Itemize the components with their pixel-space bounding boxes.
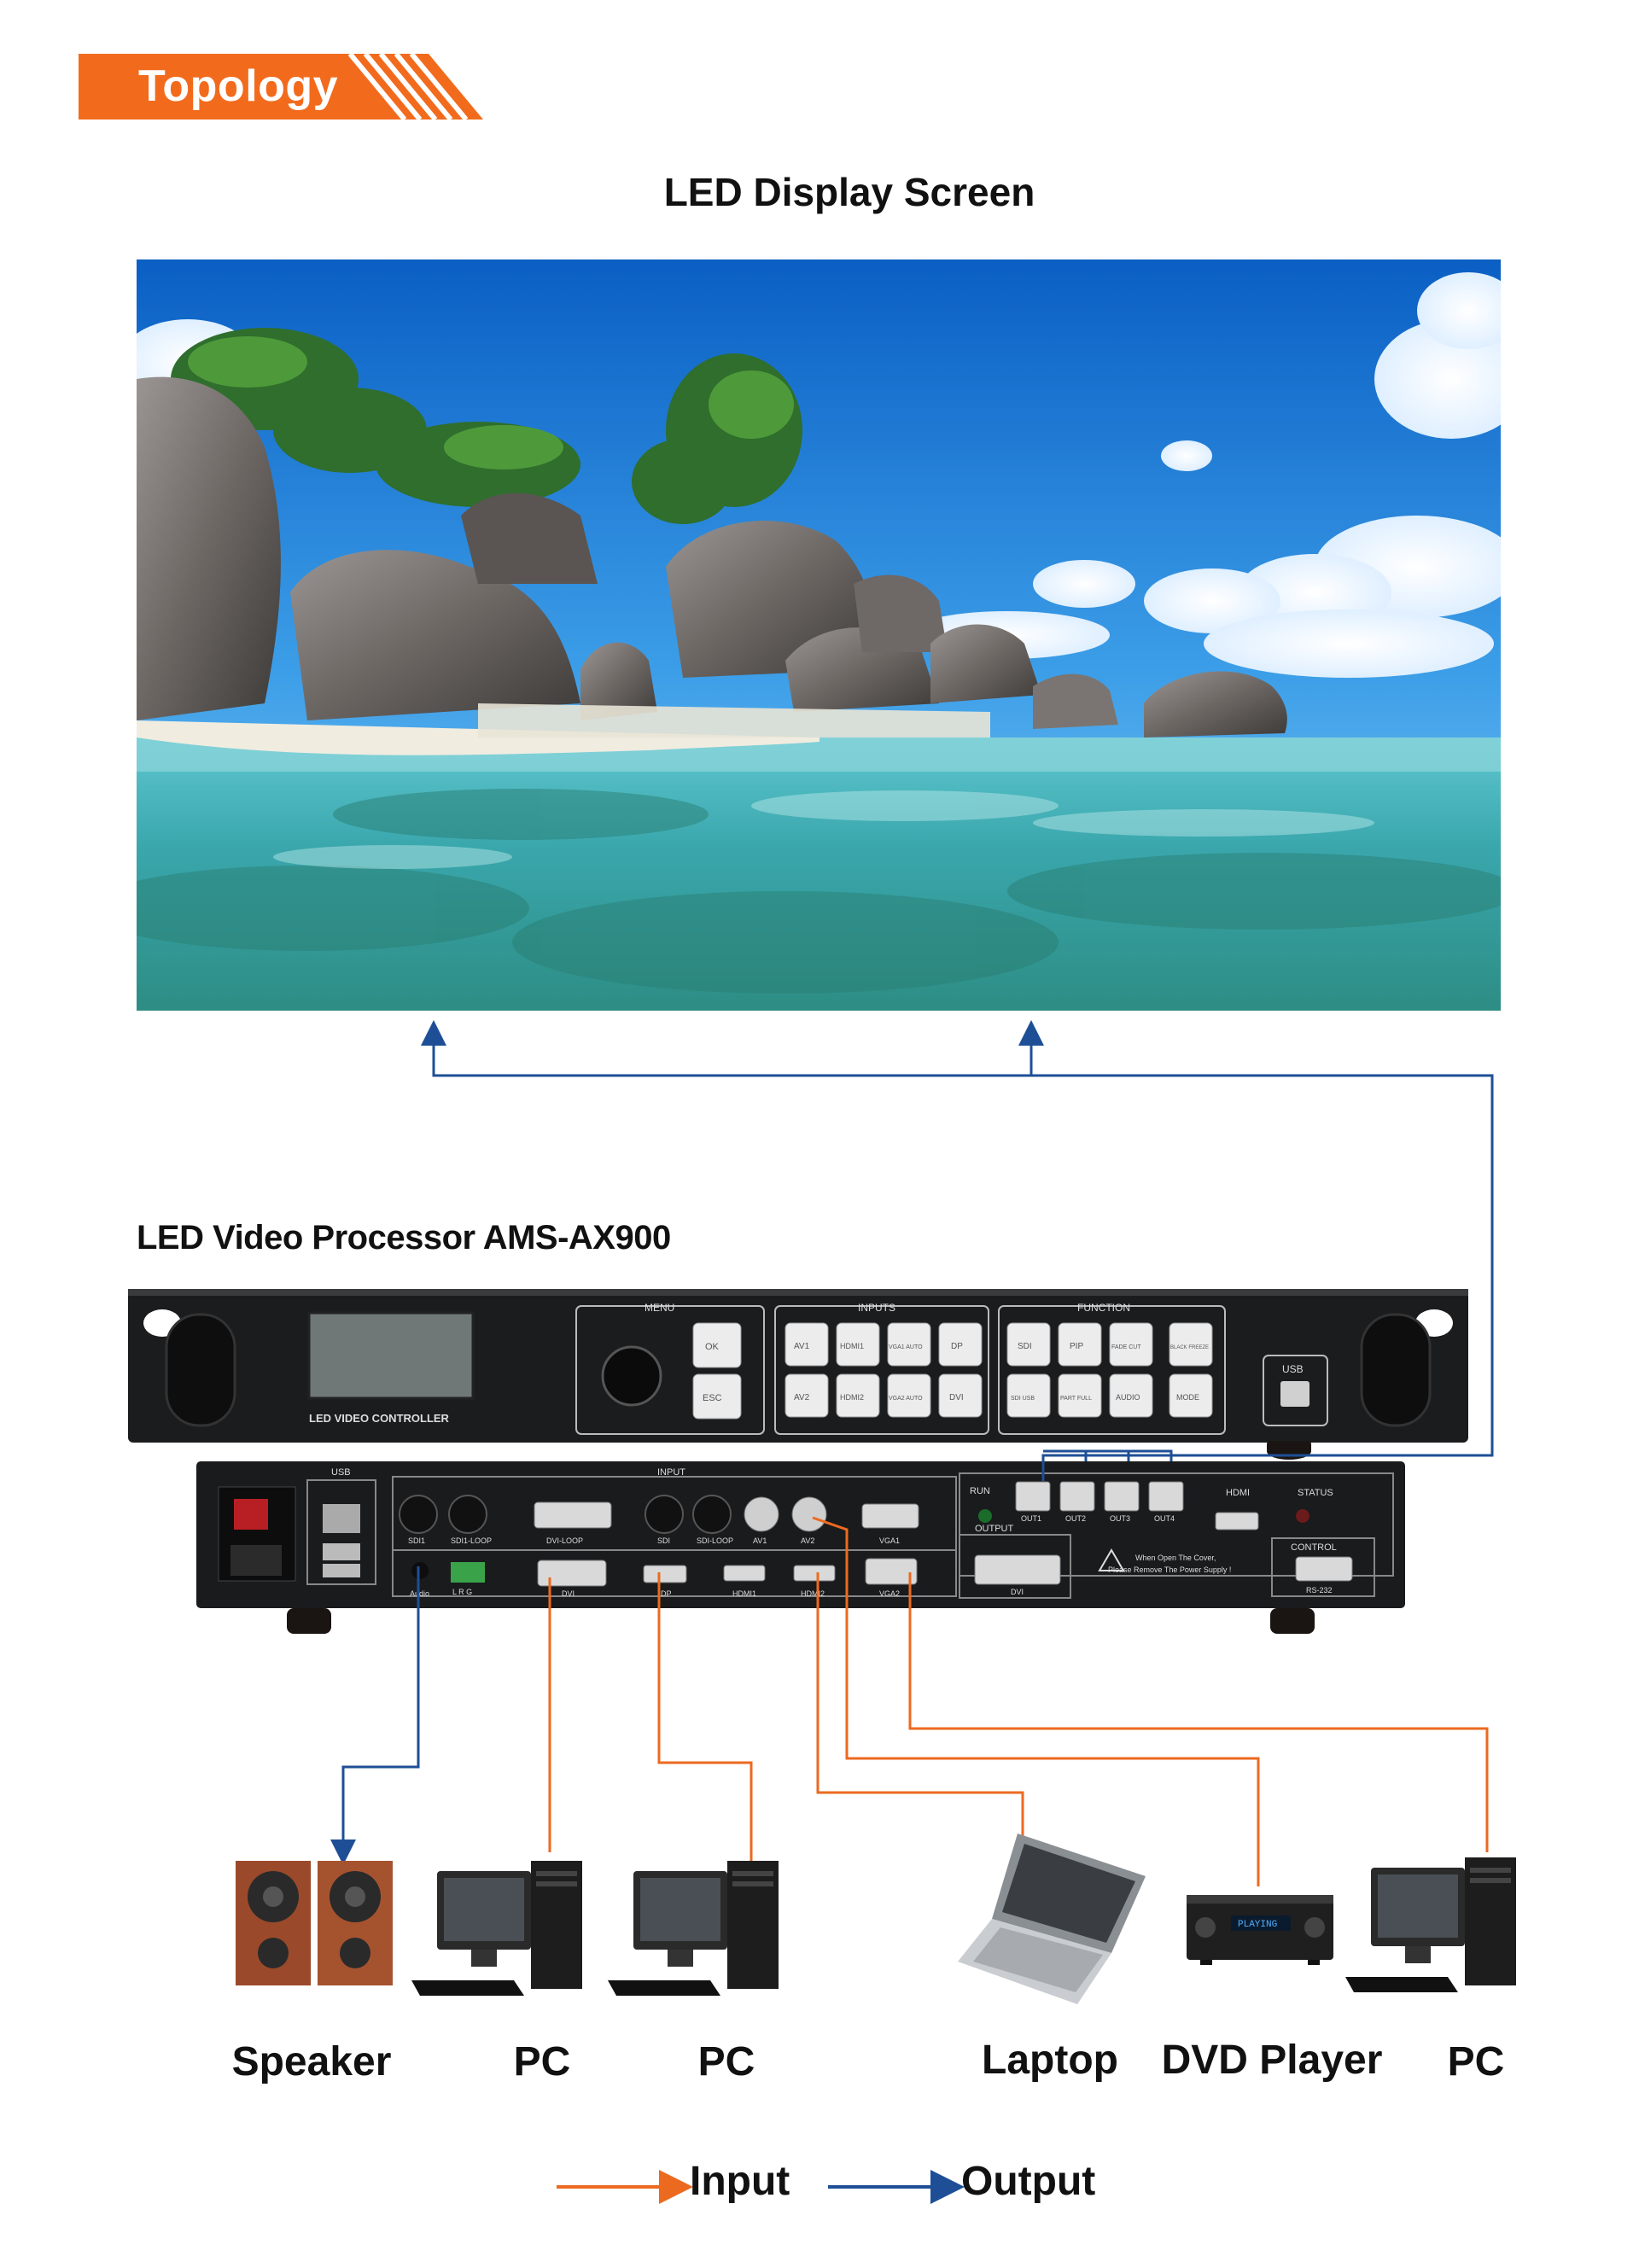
device-label-pc-1: PC bbox=[513, 2039, 571, 2084]
legend-input-label: Input bbox=[690, 2159, 790, 2204]
topology-tag: Topology bbox=[79, 52, 483, 121]
port-dvi: DVI bbox=[562, 1589, 575, 1598]
topology-tag-shape bbox=[79, 52, 483, 121]
device-label-pc-3: PC bbox=[1447, 2039, 1505, 2084]
back-usb-label: USB bbox=[331, 1467, 351, 1478]
device-label-laptop: Laptop bbox=[982, 2038, 1118, 2083]
pc-device-1 bbox=[411, 1852, 599, 2002]
device-label-dvd-player: DVD Player bbox=[1161, 2038, 1383, 2083]
speaker-device bbox=[232, 1852, 400, 1993]
led-display-screen bbox=[137, 259, 1501, 1011]
device-label-pc-2: PC bbox=[697, 2039, 755, 2084]
device-label-speaker: Speaker bbox=[231, 2039, 392, 2084]
topology-title: Topology bbox=[138, 61, 339, 111]
port-av2: AV2 bbox=[801, 1536, 814, 1545]
legend-output-label: Output bbox=[961, 2159, 1096, 2204]
back-hdmi-label: HDMI bbox=[1226, 1488, 1250, 1498]
processor-feet bbox=[287, 1441, 1315, 1634]
back-control-label: CONTROL bbox=[1291, 1542, 1337, 1553]
port-sdi-loop: SDI-LOOP bbox=[697, 1536, 733, 1545]
lcd-label: LED VIDEO CONTROLLER bbox=[309, 1412, 450, 1425]
led-screen-title: LED Display Screen bbox=[663, 170, 1035, 214]
speaker-icon bbox=[236, 1861, 393, 1985]
port-sdi1-loop: SDI1-LOOP bbox=[451, 1536, 492, 1545]
laptop-icon bbox=[958, 1834, 1146, 2004]
port-dvi-loop: DVI-LOOP bbox=[546, 1536, 583, 1545]
desktop-pc-icon bbox=[608, 1861, 779, 1996]
pc-device-3 bbox=[1345, 1849, 1533, 1998]
laptop-device bbox=[958, 1825, 1154, 2013]
dvd-display-text: PLAYING bbox=[1238, 1920, 1277, 1930]
port-av1: AV1 bbox=[753, 1536, 767, 1545]
pc-device-2 bbox=[608, 1852, 796, 2002]
port-sdi1: SDI1 bbox=[408, 1536, 425, 1545]
desktop-pc-icon bbox=[411, 1861, 582, 1996]
run-label: RUN bbox=[970, 1486, 990, 1496]
port-sdi: SDI bbox=[657, 1536, 670, 1545]
port-audio: Audio bbox=[410, 1589, 429, 1598]
dvd-player-icon: PLAYING bbox=[1187, 1895, 1333, 1965]
beach-scene-image bbox=[137, 259, 1501, 1011]
status-label: STATUS bbox=[1298, 1488, 1333, 1498]
desktop-pc-icon bbox=[1345, 1857, 1516, 1992]
port-lrg: L R G bbox=[452, 1588, 472, 1596]
dvd-player-device: PLAYING bbox=[1183, 1886, 1337, 1976]
